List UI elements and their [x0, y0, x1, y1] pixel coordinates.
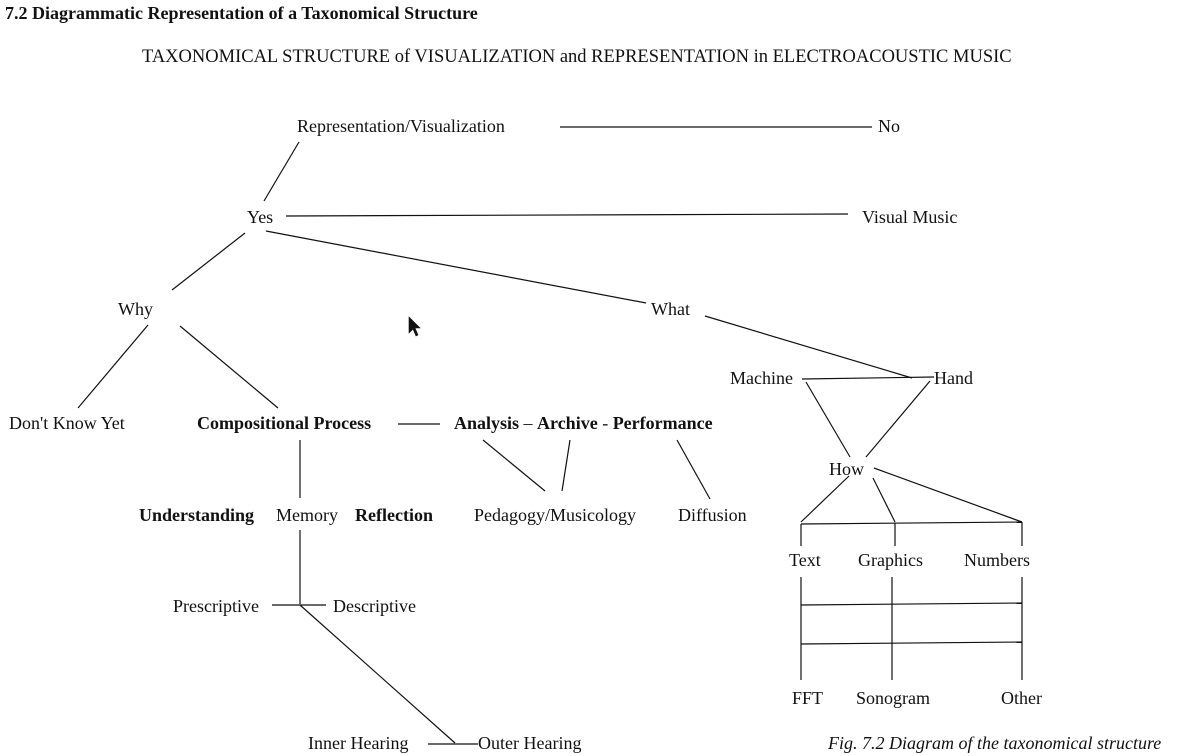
separator-dash-1: –: [523, 413, 533, 433]
node-numbers: Numbers: [964, 550, 1030, 570]
edge-yes-visual-music: [285, 213, 849, 217]
node-fft: FFT: [792, 688, 824, 708]
node-graphics: Graphics: [858, 550, 923, 570]
node-descriptive: Descriptive: [333, 596, 416, 616]
node-no: No: [878, 116, 900, 136]
edge-analysis-pedagogy: [482, 439, 546, 492]
node-inner-hearing: Inner Hearing: [308, 733, 409, 753]
node-archive: Archive: [537, 413, 598, 433]
node-diffusion: Diffusion: [678, 505, 747, 525]
edge-yes-why: [171, 232, 246, 291]
node-why: Why: [118, 299, 153, 319]
diagram-title: TAXONOMICAL STRUCTURE of VISUALIZATION a…: [142, 47, 1012, 67]
edge-machine-how: [805, 381, 851, 458]
node-hand: Hand: [934, 368, 973, 388]
node-machine: Machine: [730, 368, 793, 388]
node-what: What: [651, 299, 690, 319]
edge-why-dontknow: [77, 324, 149, 409]
separator-dash-2: -: [602, 413, 609, 433]
node-other: Other: [1001, 688, 1042, 708]
node-analysis: Analysis: [454, 413, 520, 433]
node-dont-know-yet: Don't Know Yet: [9, 413, 125, 433]
node-pedagogy-musicology: Pedagogy/Musicology: [474, 505, 636, 525]
node-representation: Representation/Visualization: [297, 116, 505, 136]
edge-yes-what: [265, 230, 647, 304]
edge-junction-hearing: [299, 604, 456, 744]
edge-representation-yes: [263, 141, 300, 202]
node-outer-hearing: Outer Hearing: [478, 733, 582, 753]
node-text: Text: [789, 550, 821, 570]
edge-grid-row1: [800, 602, 1023, 606]
edge-archive-pedagogy: [561, 439, 571, 492]
node-prescriptive: Prescriptive: [173, 596, 259, 616]
node-how: How: [829, 459, 864, 479]
section-heading: 7.2 Diagrammatic Representation of a Tax…: [5, 3, 478, 23]
edge-why-compositional: [179, 325, 279, 409]
node-analysis-group: Analysis – Archive - Performance: [454, 414, 713, 432]
edge-what-hand: [704, 315, 913, 379]
node-sonogram: Sonogram: [856, 688, 930, 708]
edge-how-graphics: [872, 477, 896, 523]
edge-performance-diffusion: [676, 439, 711, 500]
edge-hand-how: [865, 380, 931, 458]
node-reflection: Reflection: [355, 505, 433, 525]
figure-caption: Fig. 7.2 Diagram of the taxonomical stru…: [828, 733, 1162, 753]
node-performance: Performance: [612, 413, 713, 433]
edge-how-bar: [800, 521, 1023, 525]
edge-how-numbers: [873, 467, 1023, 523]
node-understanding: Understanding: [139, 505, 255, 525]
node-yes: Yes: [247, 207, 274, 227]
node-compositional-process: Compositional Process: [197, 413, 372, 433]
node-visual-music: Visual Music: [862, 207, 958, 227]
mouse-pointer-icon: [408, 316, 421, 337]
node-memory: Memory: [276, 505, 338, 525]
edge-how-text: [800, 475, 850, 523]
edge-grid-row2: [800, 641, 1023, 645]
edge-machine-hand: [801, 376, 935, 380]
